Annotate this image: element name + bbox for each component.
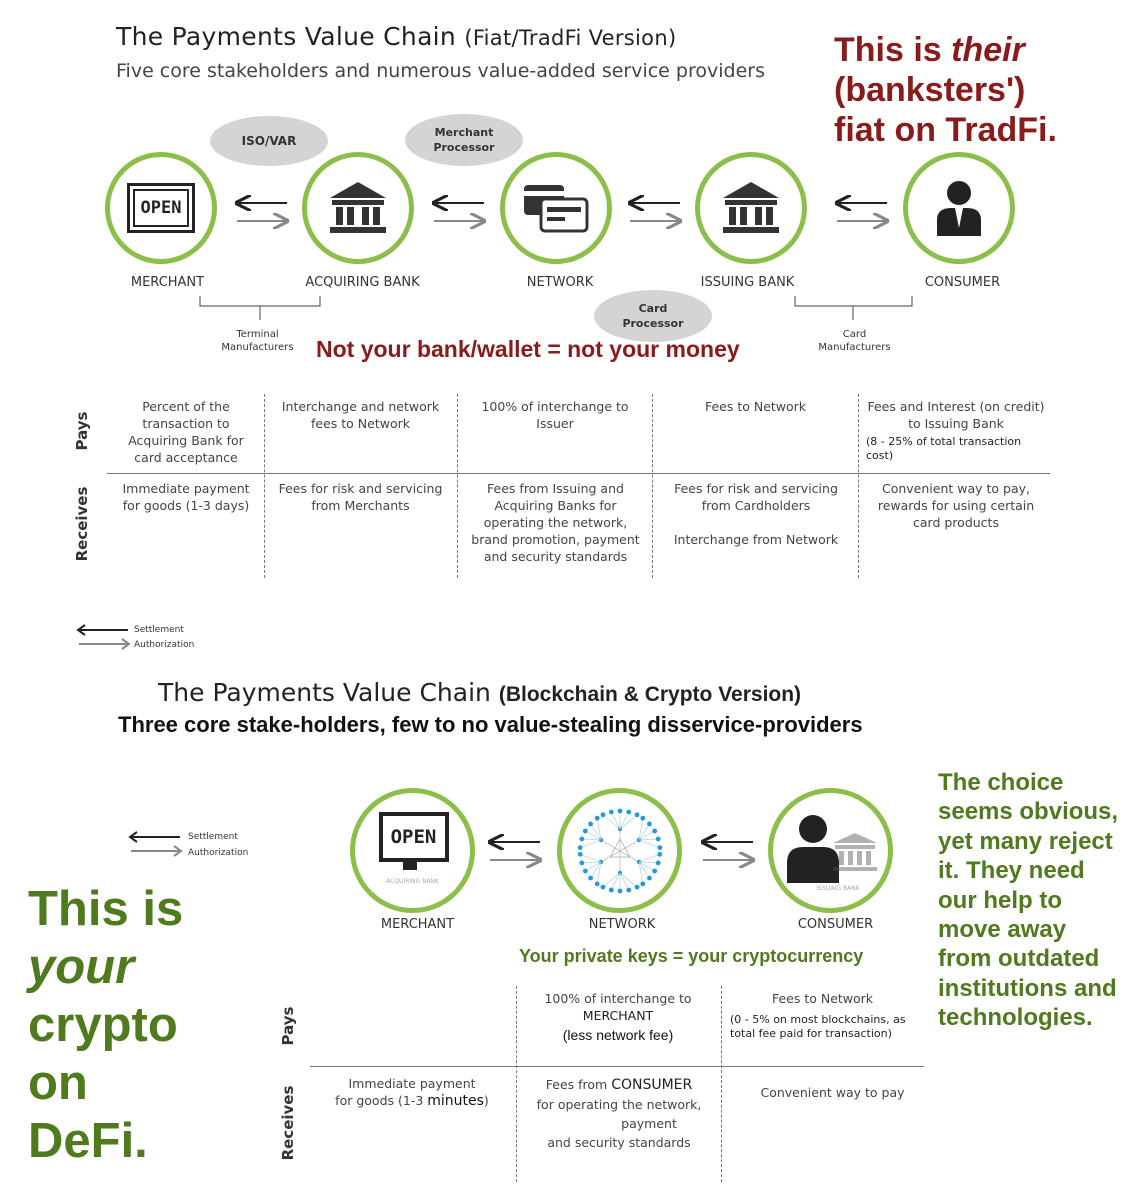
- acquiring-pays: Interchange and network fees to Network: [281, 399, 440, 431]
- consumer-pays-extra: (8 - 25% of total transaction cost): [866, 435, 1022, 462]
- bottom-pays-label: Pays: [279, 1006, 297, 1046]
- merchant-pays: Percent of the transaction to Acquiring …: [128, 399, 244, 465]
- merchant-node: OPEN: [105, 152, 217, 264]
- top-legend-arrows: [76, 624, 131, 650]
- crypto-network-receives: Fees from CONSUMER for operating the net…: [536, 1077, 702, 1150]
- merchant-label: MERCHANT: [130, 275, 205, 290]
- acquiring-bank-node: [302, 152, 414, 264]
- crypto-consumer-pays: Fees to Network (0 - 5% on most blockcha…: [730, 990, 915, 1041]
- legend-settlement: Settlement: [134, 625, 184, 635]
- acquiring-bank-label: ACQUIRING BANK: [305, 275, 420, 290]
- open-sign-text: OPEN: [378, 811, 449, 862]
- crypto-consumer-label: CONSUMER: [797, 917, 874, 932]
- choice-note: The choice seems obvious, yet many rejec…: [938, 769, 1119, 1032]
- bottom-receives-label: Receives: [279, 1085, 297, 1161]
- bracket-lines: [199, 296, 913, 320]
- bottom-legend-arrows: [128, 831, 183, 857]
- legend-authorization: Authorization: [134, 640, 195, 650]
- arrow-pair-3: [630, 203, 680, 221]
- table-separator: [652, 394, 653, 578]
- issuing-receives: Fees for risk and servicing from Cardhol…: [673, 481, 839, 547]
- issuing-pays: Fees to Network: [704, 399, 807, 414]
- bottom-title: The Payments Value Chain (Blockchain & C…: [158, 678, 802, 707]
- arrow-pair-6: [703, 842, 753, 860]
- bottom-subtitle: Three core stake-holders, few to no valu…: [118, 712, 863, 737]
- crypto-merchant-node: OPEN ACQUIRING BANK: [350, 788, 475, 913]
- top-title: The Payments Value Chain (Fiat/TradFi Ve…: [116, 22, 677, 51]
- person-with-bank-icon: [786, 814, 877, 883]
- consumer-node: [903, 152, 1015, 264]
- top-subtitle: Five core stakeholders and numerous valu…: [116, 60, 765, 82]
- top-pays-label: Pays: [73, 411, 91, 451]
- table-separator: [264, 394, 265, 578]
- table-separator: [858, 394, 859, 578]
- iso-var-cloud: ISO/VAR: [210, 116, 328, 166]
- bottom-table-divider: [310, 1066, 924, 1067]
- merchant-receives: Immediate payment for goods (1-3 days): [122, 481, 250, 513]
- crypto-network-pays: 100% of interchange to MERCHANT (less ne…: [544, 991, 692, 1043]
- issuing-bank-label: ISSUING BANK: [700, 275, 795, 290]
- arrow-pair-5: [490, 842, 540, 860]
- crypto-consumer-receives: Convenient way to pay: [760, 1085, 905, 1100]
- table-separator: [516, 986, 517, 1182]
- crypto-network-node: [557, 788, 682, 913]
- network-node: [500, 152, 612, 264]
- person-icon: [937, 181, 981, 236]
- network-pays: 100% of interchange to Issuer: [481, 399, 629, 431]
- arrow-pair-2: [434, 203, 484, 221]
- consumer-pays: Fees and Interest (on credit) to Issuing…: [866, 399, 1045, 462]
- crypto-consumer-pays-extra: (0 - 5% on most blockchains, as total fe…: [730, 1013, 906, 1040]
- not-your-bank-note: Not your bank/wallet = not your money: [316, 336, 740, 362]
- network-label: NETWORK: [526, 275, 594, 290]
- open-sign-icon: OPEN: [127, 183, 195, 233]
- top-receives-label: Receives: [73, 486, 91, 562]
- bottom-flow-arrows: [0, 800, 1130, 880]
- crypto-merchant-receives: Immediate payment for goods (1-3 minutes…: [335, 1076, 489, 1109]
- bank-icon: [723, 182, 779, 233]
- legend-authorization: Authorization: [188, 848, 249, 858]
- cards-icon: [524, 185, 589, 233]
- consumer-receives: Convenient way to pay, rewards for using…: [877, 481, 1035, 530]
- crypto-merchant-label: MERCHANT: [380, 917, 455, 932]
- top-flow-arrows: [0, 0, 1130, 240]
- issuing-bank-node: [695, 152, 807, 264]
- arrow-pair-4: [837, 203, 887, 221]
- acquiring-receives: Fees for risk and servicing from Merchan…: [278, 481, 443, 513]
- legend-settlement: Settlement: [188, 832, 238, 842]
- crypto-consumer-node: ISSUING BANK: [768, 788, 893, 913]
- table-separator: [457, 394, 458, 578]
- open-sign-text: OPEN: [133, 189, 189, 227]
- consumer-label: CONSUMER: [924, 275, 1001, 290]
- your-crypto-note: This is your crypto on DeFi.: [28, 882, 184, 1168]
- faint-acquiring-bank: ACQUIRING BANK: [386, 877, 439, 885]
- crypto-network-label: NETWORK: [588, 917, 656, 932]
- top-table-divider: [107, 473, 1050, 474]
- faint-issuing-bank: ISSUING BANK: [816, 885, 860, 892]
- network-receives: Fees from Issuing and Acquiring Banks fo…: [471, 481, 640, 564]
- table-separator: [721, 986, 722, 1182]
- monitor-icon: OPEN ACQUIRING BANK: [373, 806, 453, 896]
- bank-icon: [330, 182, 386, 233]
- arrow-pair-1: [237, 203, 287, 221]
- blockchain-network-icon: [577, 808, 662, 893]
- private-keys-note: Your private keys = your cryptocurrency: [519, 946, 864, 966]
- red-note: This is their (banksters') fiat on TradF…: [834, 31, 1057, 149]
